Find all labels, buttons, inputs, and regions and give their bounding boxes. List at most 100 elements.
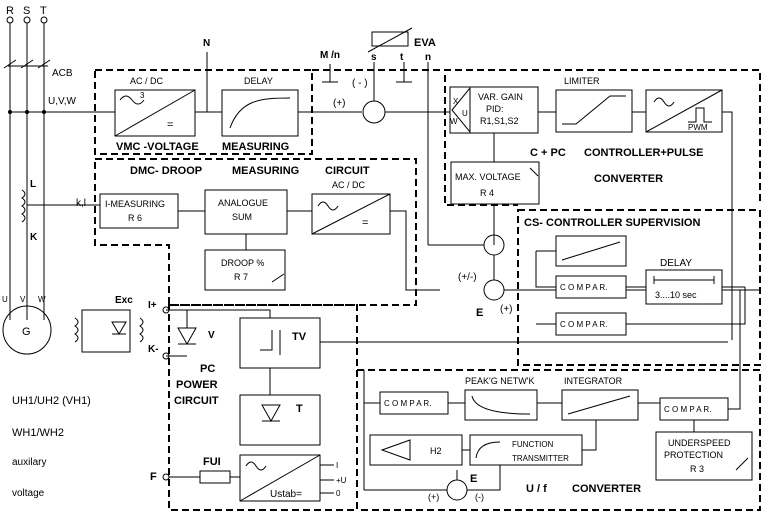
terminal-r: R <box>6 5 14 17</box>
acb-label: ACB <box>52 68 73 79</box>
pc-boundary <box>168 304 358 511</box>
uf-label: U / f <box>526 483 547 495</box>
terminal-s: S <box>23 5 30 17</box>
terminal-s-icon <box>23 16 31 24</box>
ufconv-label: CONVERTER <box>572 483 641 495</box>
under2-label: PROTECTION <box>664 450 723 460</box>
pwm-label: PWM <box>688 123 708 132</box>
pid-label: PID: <box>486 104 504 114</box>
vargain-label: VAR. GAIN <box>478 92 523 102</box>
cs-boundary <box>517 209 761 366</box>
vmc-label: VMC -VOLTAGE <box>116 141 199 153</box>
k-label: K <box>30 232 38 243</box>
note-wh: WH1/WH2 <box>12 427 64 439</box>
decay-curve-icon <box>471 395 531 415</box>
w-in-label: W <box>450 117 458 126</box>
limiter-curve-icon <box>562 95 626 125</box>
analogue-label: ANALOGUE <box>218 198 268 208</box>
note-uh: UH1/UH2 (VH1) <box>12 395 91 407</box>
h2-label: H2 <box>430 446 442 456</box>
summing-junction-3 <box>483 279 505 301</box>
compar2-label: C O M P A R. <box>560 320 607 329</box>
r4-label: R 4 <box>480 188 494 198</box>
fui-label: FUI <box>203 456 221 468</box>
compar3-label: C O M P A R. <box>384 399 431 408</box>
underspeed-block <box>655 431 753 481</box>
delayrange-label: 3....10 sec <box>655 290 697 300</box>
measuring2-label: MEASURING <box>232 165 299 177</box>
pc-label: PC <box>200 363 215 375</box>
mains-supply: R S T ACB U,V,W L K k,l G U V W Exc I+ <box>2 5 210 360</box>
delay1-label: DELAY <box>244 76 273 86</box>
sine-icon <box>653 97 675 107</box>
delay-curve-icon <box>229 97 291 129</box>
dmc-label: DMC- DROOP <box>130 165 202 177</box>
diode-icon <box>177 327 197 346</box>
terminal-t: T <box>40 5 47 17</box>
ustab-label: Ustab= <box>270 489 302 500</box>
limiter-block <box>555 89 633 133</box>
sine-icon <box>245 461 267 471</box>
delay1-block <box>221 89 299 137</box>
thyristor-icon <box>261 404 281 423</box>
power-label: POWER <box>176 379 218 391</box>
v-label: V <box>20 295 26 304</box>
v-diode-label: V <box>208 330 215 341</box>
peak-label: PEAK'G NETW'K <box>465 376 534 386</box>
sum-label: SUM <box>232 212 252 222</box>
w-label: W <box>38 295 46 304</box>
iplus-label: I+ <box>148 300 157 311</box>
terminal-r-icon <box>6 16 14 24</box>
svg-text:=: = <box>167 119 173 131</box>
converter-label: CONVERTER <box>594 173 663 185</box>
under1-label: UNDERSPEED <box>668 438 731 448</box>
note-voltage: voltage <box>12 488 45 499</box>
kminus-label: K- <box>148 344 159 355</box>
cs-label: CS- CONTROLLER SUPERVISION <box>524 217 700 229</box>
acdc1-label: AC / DC <box>130 76 164 86</box>
out-0-label: 0 <box>336 489 341 498</box>
plus1-label: (+) <box>333 98 346 109</box>
out-i-label: I <box>336 461 338 470</box>
sine-icon <box>119 95 145 105</box>
uf-boundary <box>357 369 761 511</box>
x-label: X <box>453 97 459 106</box>
summing-junction-1 <box>362 100 386 124</box>
imeas-label: I-MEASURING <box>105 199 165 209</box>
t-label: T <box>296 403 303 415</box>
integrator-label: INTEGRATOR <box>564 376 623 386</box>
analogue-sum-block <box>204 189 288 235</box>
exc-label: Exc <box>115 295 133 306</box>
maxv-block <box>450 161 540 205</box>
svg-text:U: U <box>462 109 468 118</box>
minus2-label: (-) <box>475 492 484 502</box>
fn1-label: FUNCTION <box>512 440 554 449</box>
exciter-winding-icon <box>74 317 79 343</box>
out-u-label: +U <box>336 476 347 485</box>
acdc2-label: AC / DC <box>332 180 366 190</box>
peak-block <box>464 389 538 421</box>
l-label: L <box>30 179 36 190</box>
cpc-boundary <box>312 69 761 205</box>
circuit-label: CIRCUIT <box>325 165 370 177</box>
t-pin: t <box>400 52 404 63</box>
measuring-label: MEASURING <box>222 141 289 153</box>
f-label: F <box>150 471 157 483</box>
n-pin: n <box>425 52 431 63</box>
e-label: E <box>476 307 483 319</box>
svg-text:3: 3 <box>140 91 145 100</box>
tv-label: TV <box>292 331 307 343</box>
r1-label: R1,S1,S2 <box>480 116 519 126</box>
eva-label: EVA <box>414 37 436 49</box>
imeas-block <box>99 193 179 229</box>
r3-label: R 3 <box>690 464 704 474</box>
droop-block <box>204 249 286 291</box>
h2-block <box>369 434 463 466</box>
droop-label: DROOP % <box>221 258 264 268</box>
potentiometer-icon <box>371 31 409 47</box>
eplus-label: (+) <box>500 304 513 315</box>
dmc-boundary <box>94 158 417 306</box>
r6-label: R 6 <box>128 213 142 223</box>
minus-label: ( - ) <box>352 78 368 89</box>
